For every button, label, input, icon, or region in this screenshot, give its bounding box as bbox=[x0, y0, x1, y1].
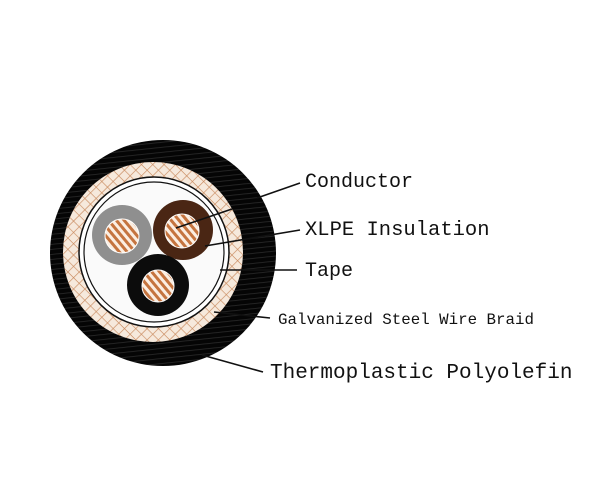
leader-braid bbox=[213, 311, 271, 319]
conductor-copper bbox=[164, 213, 200, 249]
label-xlpe-insulation: XLPE Insulation bbox=[305, 219, 490, 242]
core-black bbox=[127, 254, 189, 316]
leader-lines bbox=[175, 182, 301, 373]
leader-sheath bbox=[201, 354, 264, 373]
label-conductor: Conductor bbox=[305, 171, 413, 194]
label-galvanized-steel-wire-braid: Galvanized Steel Wire Braid bbox=[278, 311, 534, 329]
leader-conductor bbox=[175, 182, 301, 229]
core-brown bbox=[153, 200, 213, 260]
conductor-copper bbox=[141, 269, 175, 303]
label-thermoplastic-polyolefin: Thermoplastic Polyolefin bbox=[270, 362, 572, 385]
conductor-copper bbox=[104, 218, 140, 254]
core-gray bbox=[92, 205, 152, 265]
leader-insulation bbox=[204, 229, 301, 247]
label-tape: Tape bbox=[305, 260, 353, 283]
